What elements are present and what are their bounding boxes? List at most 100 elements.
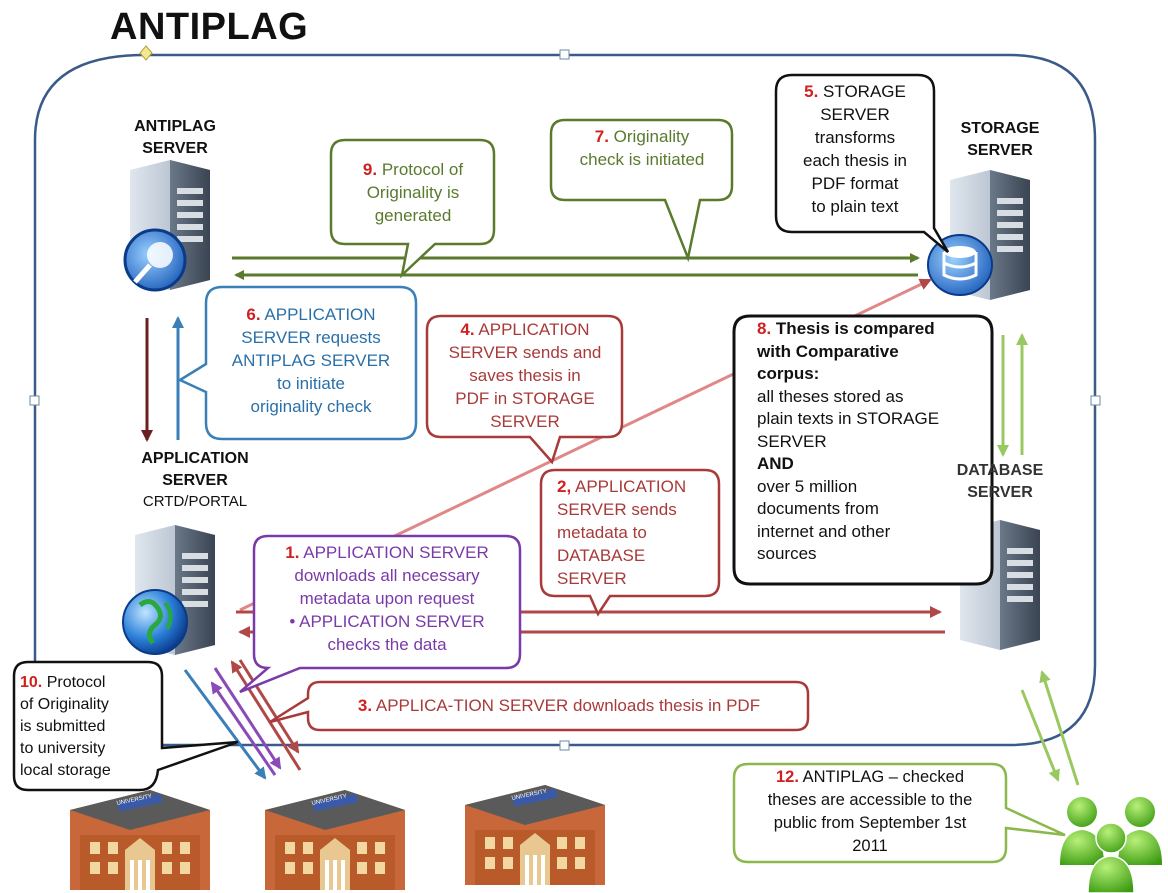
text-line: corpus: bbox=[757, 364, 820, 383]
text-line: 1. APPLICATION SERVER bbox=[256, 541, 518, 564]
text-fragment: APPLICATION bbox=[264, 305, 376, 324]
text-line: Originality is bbox=[366, 183, 460, 202]
text-line: public from September 1st bbox=[773, 814, 967, 832]
text-line: 8. Thesis is compared bbox=[757, 318, 987, 341]
callout-step-9 bbox=[329, 138, 496, 279]
text-line: SERVER bbox=[557, 569, 627, 588]
step-number: 4. bbox=[460, 320, 475, 339]
text-line: 9. Protocol of bbox=[333, 158, 493, 181]
text-line: to plain text bbox=[811, 197, 899, 216]
frame-handle[interactable] bbox=[559, 49, 570, 60]
text-line: with Comparative bbox=[757, 341, 899, 361]
callout-step-10 bbox=[12, 660, 239, 792]
frame-handle[interactable] bbox=[29, 395, 40, 406]
text-line: metadata to bbox=[557, 523, 647, 542]
text-line: PDF in STORAGE bbox=[455, 389, 595, 408]
application-server-sublabel: CRTD/PORTAL bbox=[142, 493, 248, 510]
text-fragment: ANTIPLAG – checked bbox=[802, 768, 965, 786]
antiplag-server-icon bbox=[123, 160, 210, 292]
step-12-text: 12. ANTIPLAG – checked theses are access… bbox=[736, 766, 1004, 858]
text-line: 3. APPLICA-TION SERVER downloads thesis … bbox=[312, 694, 806, 717]
label-line: ANTIPLAG bbox=[134, 118, 216, 135]
arrow-app-to-university-red bbox=[238, 659, 300, 754]
university-building-icon bbox=[465, 785, 605, 885]
label-line: DATABASE bbox=[956, 462, 1044, 479]
step-number: 10. bbox=[20, 674, 43, 691]
storage-server-icon bbox=[927, 170, 1030, 300]
frame-rotate-handle[interactable] bbox=[139, 45, 153, 61]
frame-handle[interactable] bbox=[1090, 395, 1101, 406]
text-line: internet and other bbox=[757, 521, 891, 541]
text-line: plain texts in STORAGE bbox=[757, 409, 940, 428]
university-building-icon bbox=[70, 790, 210, 890]
step-6-text: 6. APPLICATION SERVER requests ANTIPLAG … bbox=[208, 303, 414, 418]
text-line: SERVER bbox=[490, 412, 560, 431]
callout-step-2 bbox=[539, 468, 721, 617]
label-line: APPLICATION bbox=[141, 450, 249, 467]
callout-step-12 bbox=[732, 762, 1066, 864]
step-number: 3. bbox=[357, 696, 373, 715]
step-number: 12. bbox=[775, 768, 799, 786]
database-server-label: DATABASE SERVER bbox=[930, 460, 1070, 504]
arrow-app-to-university-purple bbox=[213, 667, 282, 770]
callout-step-5 bbox=[774, 73, 950, 253]
text-fragment: Originality bbox=[613, 127, 690, 146]
text-line: AND bbox=[757, 454, 794, 473]
arrow-university-to-app-purple bbox=[210, 681, 277, 776]
text-line: of Originality bbox=[20, 696, 109, 713]
step-2-text: 2, APPLICATION SERVER sends metadata to … bbox=[557, 475, 717, 590]
text-fragment: APPLICA-TION SERVER downloads thesis in … bbox=[375, 696, 761, 715]
text-line: 2, APPLICATION bbox=[557, 475, 717, 498]
text-line: over 5 million bbox=[757, 476, 858, 496]
step-number: 5. bbox=[804, 82, 819, 101]
text-fragment: Protocol bbox=[46, 674, 106, 691]
text-line: each thesis in bbox=[803, 151, 907, 170]
text-line: to initiate bbox=[276, 374, 346, 393]
text-line: SERVER requests bbox=[241, 328, 381, 347]
text-line: transforms bbox=[814, 128, 896, 147]
text-line: to university bbox=[20, 740, 106, 757]
university-building-icon bbox=[265, 790, 405, 890]
text-line: is submitted bbox=[20, 718, 106, 735]
text-fragment: Protocol of bbox=[381, 160, 464, 179]
callout-step-6 bbox=[177, 285, 418, 441]
text-line: downloads all necessary bbox=[294, 566, 480, 585]
text-line: saves thesis in bbox=[469, 366, 581, 385]
step-10-text: 10. Protocol of Originality is submitted… bbox=[20, 672, 160, 782]
label-line: SERVER bbox=[967, 484, 1033, 501]
callout-step-7 bbox=[549, 118, 734, 263]
arrow-public-to-database bbox=[1039, 670, 1080, 786]
arrow-app-to-university-blue bbox=[183, 669, 267, 780]
step-number: 9. bbox=[362, 160, 378, 179]
text-line: 10. Protocol bbox=[20, 672, 160, 694]
text-fragment: Thesis is compared bbox=[775, 319, 935, 338]
text-line: SERVER sends and bbox=[448, 343, 602, 362]
page-title: ANTIPLAG bbox=[110, 6, 309, 48]
text-line: sources bbox=[757, 544, 817, 563]
step-8-text: 8. Thesis is compared with Comparative c… bbox=[757, 318, 987, 566]
text-line: SERVER sends bbox=[557, 500, 677, 519]
text-fragment: APPLICATION bbox=[478, 320, 590, 339]
frame-handle[interactable] bbox=[559, 740, 570, 751]
text-line: originality check bbox=[250, 397, 372, 416]
text-fragment: APPLICATION SERVER bbox=[303, 543, 489, 562]
text-line: SERVER bbox=[757, 431, 827, 451]
step-4-text: 4. APPLICATION SERVER sends and saves th… bbox=[429, 318, 621, 433]
text-line: checks the data bbox=[327, 635, 447, 654]
public-users-icon bbox=[1060, 797, 1162, 893]
step-number: 8. bbox=[757, 319, 772, 338]
text-line: • APPLICATION SERVER bbox=[289, 612, 485, 631]
text-line: 7. Originality bbox=[553, 125, 731, 148]
step-number: 7. bbox=[594, 127, 609, 146]
text-line: 2011 bbox=[852, 837, 888, 855]
text-line: generated bbox=[374, 206, 452, 225]
application-server-icon bbox=[122, 525, 215, 655]
step-5-text: 5. STORAGE SERVER transforms each thesis… bbox=[778, 80, 932, 218]
label-line: STORAGE bbox=[960, 120, 1040, 137]
text-line: 12. ANTIPLAG – checked bbox=[736, 766, 1004, 789]
text-line: 5. STORAGE bbox=[778, 80, 932, 103]
text-line: ANTIPLAG SERVER bbox=[231, 351, 391, 370]
text-line: 4. APPLICATION bbox=[429, 318, 621, 341]
antiplag-server-label: ANTIPLAG SERVER bbox=[100, 116, 250, 160]
